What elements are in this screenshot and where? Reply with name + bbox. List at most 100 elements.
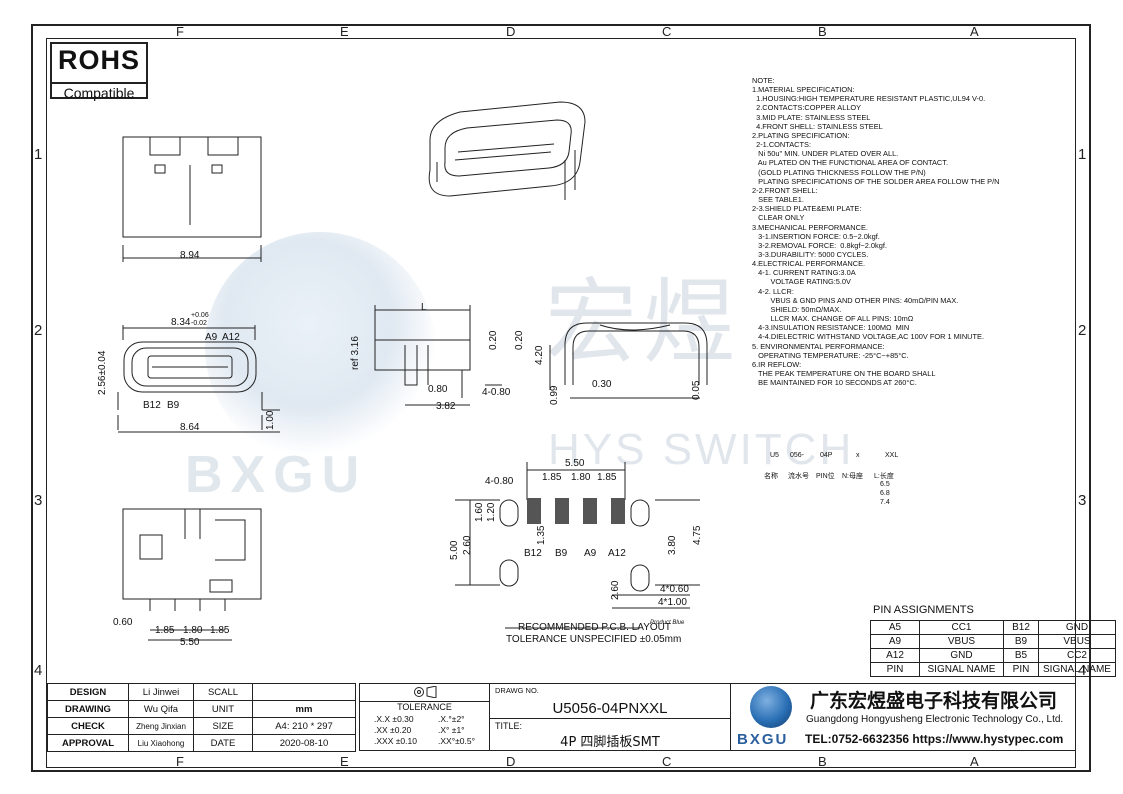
pin-cell: A5 (870, 620, 920, 635)
drawing-number: U5056-04PNXXL (552, 700, 668, 717)
tolerance-box: TOLERANCE .X.X ±0.30 .XX ±0.20 .XXX ±0.1… (359, 683, 490, 751)
section-view-drawing (549, 322, 708, 399)
zone-bottom-d: D (506, 754, 516, 769)
tolerance-angular-1: .X.°±2° (438, 714, 465, 724)
product-blue-note: Product Blue (650, 620, 685, 626)
company-name-en: Guangdong Hongyusheng Electronic Technol… (806, 714, 1064, 725)
zone-left-4: 4 (34, 662, 43, 679)
tolerance-linear-1: .X.X ±0.30 (374, 714, 414, 724)
dim-bot-550: 5.50 (180, 637, 200, 648)
field-cell: SIZE (193, 717, 253, 735)
dim-pcb-550: 5.50 (565, 458, 585, 469)
dim-side-4-080: 4-0.80 (482, 387, 511, 398)
pin-assignments-title: PIN ASSIGNMENTS (873, 604, 974, 616)
dim-pcb-180: 1.80 (571, 472, 591, 483)
zone-top-d: D (506, 24, 516, 39)
header-cell: PIN (870, 662, 920, 677)
tolerance-linear-3: .XXX ±0.10 (374, 736, 417, 746)
pin-cell: A9 (870, 634, 920, 649)
dim-front-tol-upper: +0.06 (191, 312, 209, 319)
value-cell: 2020-08-10 (252, 734, 356, 752)
value-cell: A4: 210 * 297 (252, 717, 356, 735)
zone-right-1: 1 (1078, 146, 1087, 163)
dim-side-ref: ref 3.16 (350, 336, 361, 370)
table-header-row: PIN SIGNAL NAME PIN SIGNAL NAME (870, 662, 1116, 677)
label-front-b9: B9 (167, 400, 180, 411)
role-cell: APPROVAL (47, 734, 129, 752)
dim-bot-185b: 1.85 (210, 625, 230, 636)
pin-assignments-table: A5 CC1 B12 GND A9 VBUS B9 VBUS A12 GND B… (870, 620, 1116, 677)
code-seg-3: 04P (820, 452, 833, 459)
dim-side-382: 3.82 (436, 401, 456, 412)
zone-left-1: 1 (34, 146, 43, 163)
code-meaning-3: PIN位 (816, 473, 835, 480)
code-length-2: 6.8 (880, 490, 890, 497)
role-cell: DRAWING (47, 700, 129, 718)
pcb-pads (527, 498, 625, 524)
zone-top-a: A (970, 24, 979, 39)
company-contact: TEL:0752-6632356 https://www.hystypec.co… (805, 732, 1064, 746)
dim-sect-020: 0.20 (514, 330, 525, 350)
dim-sect-005: 0.05 (691, 380, 702, 400)
pcb-layout-drawing (455, 462, 700, 629)
company-block (730, 683, 1076, 751)
dim-side-020: 0.20 (488, 330, 499, 350)
dim-pcb-4-100: 4*1.00 (658, 597, 687, 608)
code-seg-5: XXL (885, 452, 899, 459)
dim-top-width: 8.94 (180, 250, 200, 261)
code-seg-2: 056- (790, 452, 805, 459)
dim-side-080: 0.80 (428, 384, 448, 395)
outer-frame (31, 24, 1091, 772)
code-meaning-5: L:长度 (874, 473, 894, 480)
notes-block: NOTE: 1.MATERIAL SPECIFICATION: 1.HOUSIN… (752, 76, 1000, 388)
title-label: TITLE: (495, 721, 523, 731)
zone-top-b: B (818, 24, 827, 39)
signal-cell: CC1 (919, 620, 1004, 635)
pcb-layout-title: RECOMMENDED P.C.B. LAYOUT (518, 622, 671, 633)
zone-bottom-b: B (818, 754, 827, 769)
dim-pcb-4-080: 4-0.80 (485, 476, 514, 487)
drawing-title: 4P 四脚插板SMT (560, 735, 660, 750)
zone-bottom-f: F (176, 754, 184, 769)
table-row: A12 GND B5 CC2 (870, 648, 1116, 663)
label-front-a12: A12 (222, 332, 240, 343)
zone-bottom-e: E (340, 754, 349, 769)
tolerance-label: TOLERANCE (360, 701, 489, 712)
dim-sect-099: 0.99 (549, 385, 560, 405)
front-view-drawing (117, 325, 280, 433)
table-row: A5 CC1 B12 GND (870, 620, 1116, 635)
dim-bot-185a: 1.85 (155, 625, 175, 636)
inner-frame (46, 38, 1076, 768)
name-cell: Zheng Jinxian (128, 717, 194, 735)
dim-pcb-260: 2.60 (462, 535, 473, 555)
dim-bot-060: 0.60 (113, 617, 133, 628)
pin-cell: B12 (1003, 620, 1039, 635)
code-length-3: 7.4 (880, 499, 890, 506)
drawing-info-box: DRAWG NO. U5056-04PNXXL TITLE: 4P 四脚插板SM… (489, 683, 731, 751)
role-cell: DESIGN (47, 683, 129, 701)
tolerance-angular-3: .XX°±0.5° (438, 736, 475, 746)
iso-view-drawing (428, 101, 586, 200)
company-name-cn: 广东宏煜盛电子科技有限公司 (810, 690, 1058, 712)
projection-symbol-icon (414, 686, 437, 698)
dim-pcb-135: 1.35 (536, 525, 547, 545)
label-front-b12: B12 (143, 400, 161, 411)
dim-pcb-185b: 1.85 (597, 472, 617, 483)
company-logo-icon (750, 686, 792, 728)
zone-top-e: E (340, 24, 349, 39)
signal-cell: VBUS (1038, 634, 1116, 649)
field-cell: UNIT (193, 700, 253, 718)
zone-bottom-a: A (970, 754, 979, 769)
dim-pcb-160: 1.60 (474, 502, 485, 522)
watermark-bxgu: BXGU (185, 446, 368, 504)
header-cell: PIN (1003, 662, 1039, 677)
bottom-view-drawing (122, 508, 262, 641)
tolerance-angular: .X.°±2° .X° ±1° .XX°±0.5° (438, 714, 475, 747)
rohs-subtitle: Compatible (52, 82, 146, 101)
label-front-a9: A9 (205, 332, 218, 343)
dim-front-bottom-width: 8.64 (180, 422, 200, 433)
company-logo-text: BXGU (737, 731, 789, 748)
code-meaning-4: N:母座 (842, 473, 863, 480)
rohs-badge: ROHS Compatible (50, 42, 148, 101)
